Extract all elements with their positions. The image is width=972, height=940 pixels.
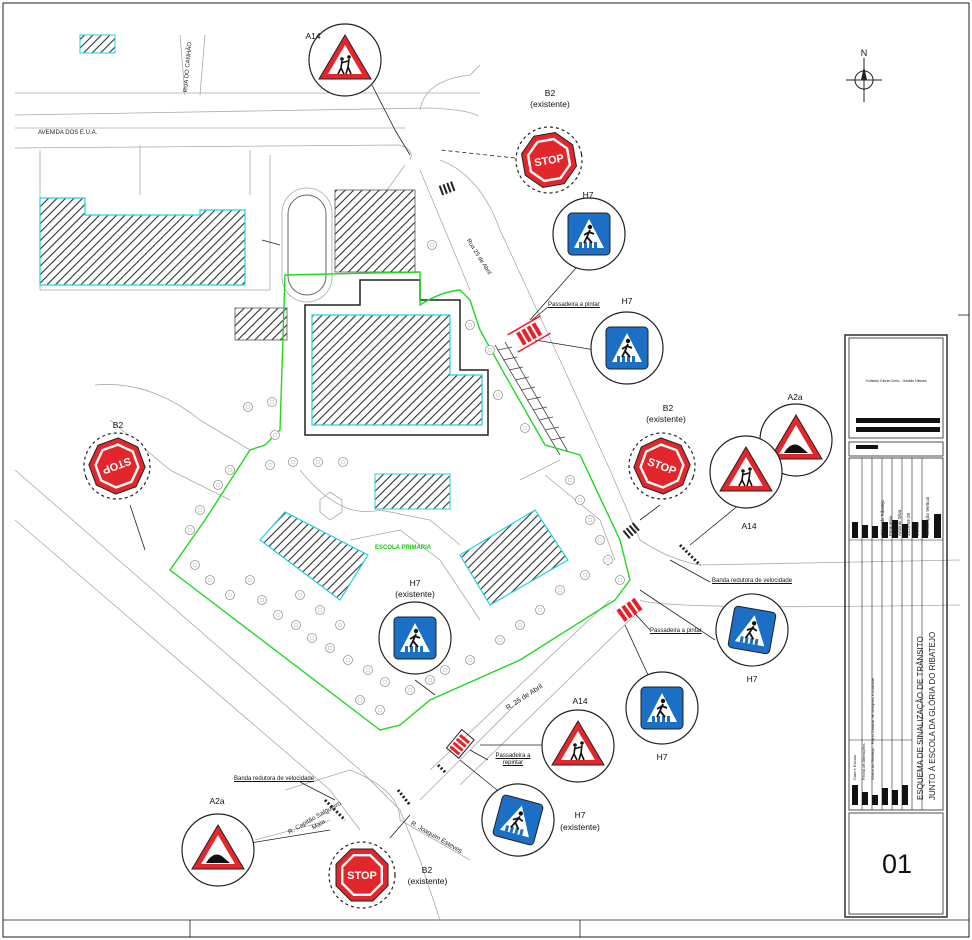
- sign-note-b2-bottom: (existente): [407, 876, 448, 886]
- sign-label-h7-lower-right: H7: [746, 674, 758, 684]
- sign-note-b2-top-right: (existente): [530, 99, 570, 109]
- sign-h7-bottom: [473, 775, 563, 865]
- buildings: [39, 34, 569, 606]
- sign-note-b2-right: (existente): [646, 414, 686, 424]
- sign-label-h7-lower-center: H7: [656, 752, 668, 762]
- sign-note-h7-bottom: (existente): [560, 822, 600, 832]
- callout-banda-2: Banda redutora de velocidade: [234, 776, 315, 782]
- school-boundary: [169, 271, 631, 731]
- sign-label-a2a-right: A2a: [787, 392, 803, 402]
- title-field-3: António Silva: [897, 509, 902, 536]
- sign-label-a14-right: A14: [741, 521, 757, 531]
- sign-b2-right: [619, 423, 705, 509]
- sign-b2-top-right: [510, 121, 588, 199]
- sign-h7-lower-right: [709, 587, 795, 673]
- sign-a14-lower: [541, 709, 615, 783]
- sheet-number: 01: [881, 848, 913, 879]
- sign-label-a14-lower: A14: [572, 696, 588, 706]
- title-field-5: 1:1000: [915, 522, 920, 536]
- drawing-title-line2: JUNTO À ESCOLA DA GLÓRIA DO RIBATEJO: [928, 631, 937, 800]
- sign-b2-bottom: [328, 841, 396, 909]
- sign-label-b2-right: B2: [662, 403, 674, 413]
- sign-label-h7-upper-2: H7: [621, 296, 633, 306]
- pedestrian-crossings: [438, 181, 643, 759]
- sign-h7-center: [378, 601, 452, 675]
- roads: [14, 34, 961, 921]
- sign-label-a14-top: A14: [305, 31, 321, 41]
- title-field-2: Freguesia: [888, 515, 893, 536]
- sign-a14-right: [709, 435, 783, 509]
- title-small-1: Glória do Ribatejo - Plano Salazar de Ma…: [870, 677, 875, 780]
- sign-label-b2-left: B2: [112, 420, 124, 430]
- callout-passadeira-repintar: Passadeira a repintar: [495, 753, 531, 766]
- sign-label-b2-top-right: B2: [544, 88, 556, 98]
- north-label: N: [860, 48, 868, 58]
- drawing-title-line1: ESQUEMA DE SINALIZAÇÃO DE TRÂNSITO: [916, 636, 925, 800]
- sign-label-a2a-bottom: A2a: [209, 796, 225, 806]
- street-avenida: AVENIDA DOS E.U.A.: [38, 130, 98, 136]
- title-small-3: Data e Escala: [852, 755, 857, 780]
- sign-note-h7-center: (existente): [395, 589, 435, 599]
- sign-label-h7-center: H7: [409, 578, 421, 588]
- title-small-2: Fecha de Alterações: [861, 743, 866, 780]
- school-label: ESCOLA PRIMARIA: [375, 545, 432, 551]
- sign-a2a-bottom: [181, 813, 255, 887]
- sign-label-h7-upper-1: H7: [582, 190, 594, 200]
- title-field-4: 2019-03-28: [906, 512, 911, 536]
- callout-passadeira-pintar-2: Passadeira a pintar: [650, 628, 702, 634]
- title-field-1: Glória do Ribatejo: [880, 499, 885, 536]
- title-block: [844, 334, 948, 918]
- sign-h7-lower-center: [625, 671, 699, 745]
- sign-b2-left: [74, 423, 160, 509]
- title-field-6: Sinalização Vertical: [925, 496, 930, 536]
- parking-bays: [494, 341, 569, 456]
- sign-h7-upper-2: [590, 311, 664, 385]
- title-logo-text: +Ulisses Glória Certo - Gestão Ulisses: [865, 379, 927, 383]
- callout-banda-1: Banda redutora de velocidade: [712, 578, 793, 584]
- sign-label-b2-bottom: B2: [421, 865, 433, 875]
- north-arrow: [846, 58, 882, 102]
- callout-passadeira-pintar-1: Passadeira a pintar: [548, 302, 600, 308]
- sign-label-h7-bottom: H7: [574, 810, 586, 820]
- sign-leaders: [129, 84, 746, 846]
